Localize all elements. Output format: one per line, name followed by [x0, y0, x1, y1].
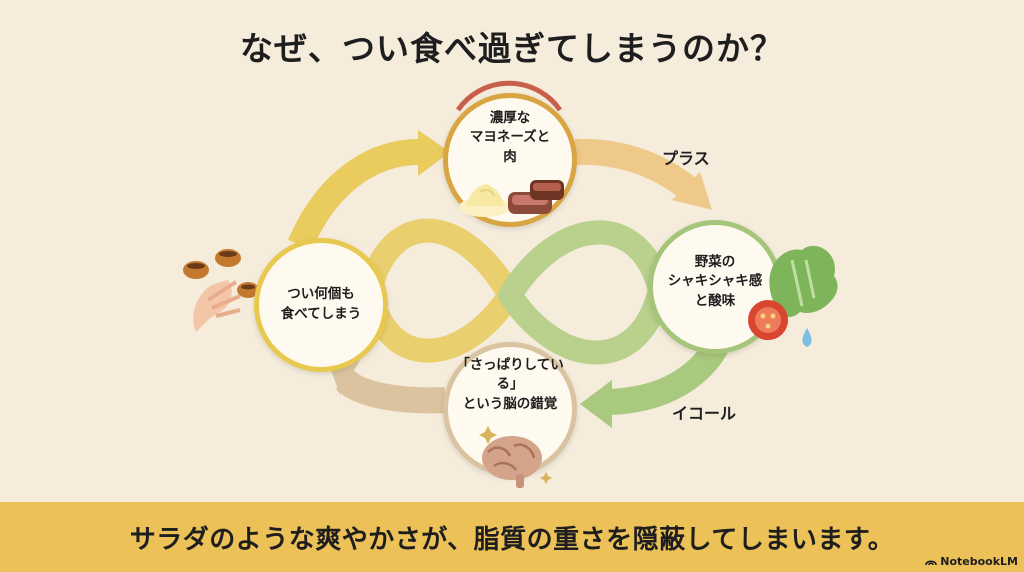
node-eat-too-many: つい何個も 食べてしまう: [254, 238, 388, 372]
hand-taking-takoyaki-icon: [183, 249, 259, 332]
node-eat-too-many-text: つい何個も 食べてしまう: [280, 286, 362, 322]
notebooklm-brand: NotebookLM: [925, 555, 1018, 568]
water-drop-icon: [802, 328, 812, 347]
node-vegetable-crunch-text: 野菜の シャキシャキ感 と酸味: [667, 253, 763, 309]
node-brain-illusion-text: 「さっぱりしている」 という脳の錯覚: [456, 356, 564, 412]
arrow-left-to-top: [288, 130, 450, 251]
page-title: なぜ、つい食べ過ぎてしまうのか？: [240, 29, 784, 68]
arrow-top-to-right: [574, 138, 712, 210]
arrow-label-plus: プラス: [662, 149, 710, 168]
node-mayo-and-meat: 濃厚な マヨネーズと 肉: [443, 93, 577, 227]
footer-message: サラダのような爽やかさが、脂質の重さを隠蔽してしまいます。: [129, 524, 895, 555]
arrow-label-equal: イコール: [672, 404, 737, 423]
top-node-arc-accent: [455, 80, 563, 112]
brand-label: NotebookLM: [940, 555, 1018, 568]
infinity-loop: [357, 218, 673, 365]
node-brain-illusion: 「さっぱりしている」 という脳の錯覚: [443, 342, 577, 476]
notebooklm-logo-icon: [925, 560, 938, 566]
footer-banner: サラダのような爽やかさが、脂質の重さを隠蔽してしまいます。 NotebookLM: [0, 502, 1024, 572]
infinity-loop-left-half: [357, 218, 522, 363]
node-mayo-and-meat-text: 濃厚な マヨネーズと 肉: [469, 109, 551, 165]
node-vegetable-crunch: 野菜の シャキシャキ感 と酸味: [648, 220, 782, 354]
infinity-loop-right-half: [498, 220, 673, 365]
